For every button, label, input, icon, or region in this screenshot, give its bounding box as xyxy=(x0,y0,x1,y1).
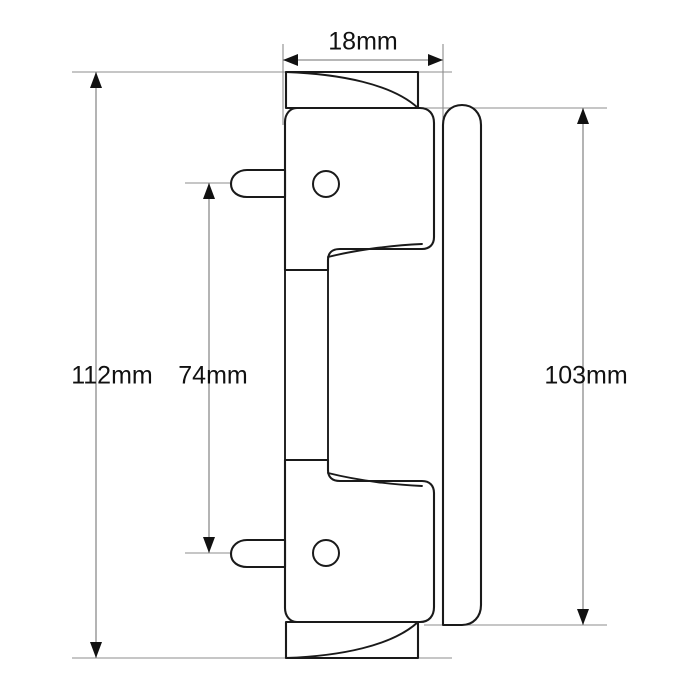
part-geometry xyxy=(229,70,483,660)
dimension-103mm: 103mm xyxy=(544,108,628,625)
lower-mounting-hole xyxy=(312,539,340,567)
top-flange xyxy=(284,70,420,110)
upper-mounting-hole xyxy=(312,170,340,198)
bottom-flange-curve xyxy=(285,621,419,659)
lower-side-pin xyxy=(229,538,287,569)
arrow-74mm-bottom xyxy=(203,537,215,553)
arrow-103mm-bottom xyxy=(577,609,589,625)
arrow-18mm-right xyxy=(428,54,443,66)
upper-inner-ledge xyxy=(327,243,423,258)
bottom-flange xyxy=(284,620,420,660)
dimension-18mm: 18mm xyxy=(283,28,443,66)
arrow-74mm-top xyxy=(203,183,215,199)
right-rounded-bar xyxy=(441,103,483,627)
dim-label-103mm: 103mm xyxy=(544,362,627,390)
dim-label-112mm: 112mm xyxy=(71,362,153,390)
upper-side-pin xyxy=(229,168,287,199)
top-flange-curve xyxy=(285,71,419,109)
arrow-112mm-bottom xyxy=(90,642,102,658)
arrow-18mm-left xyxy=(283,54,298,66)
lower-body xyxy=(283,458,436,624)
upper-body xyxy=(283,106,436,272)
arrow-103mm-top xyxy=(577,108,589,124)
dimension-74mm: 74mm xyxy=(178,183,248,553)
arrow-112mm-top xyxy=(90,72,102,88)
dim-label-74mm: 74mm xyxy=(178,362,247,390)
dim-label-18mm: 18mm xyxy=(328,28,397,56)
dimension-112mm: 112mm xyxy=(71,72,153,658)
lower-inner-ledge xyxy=(327,472,423,487)
